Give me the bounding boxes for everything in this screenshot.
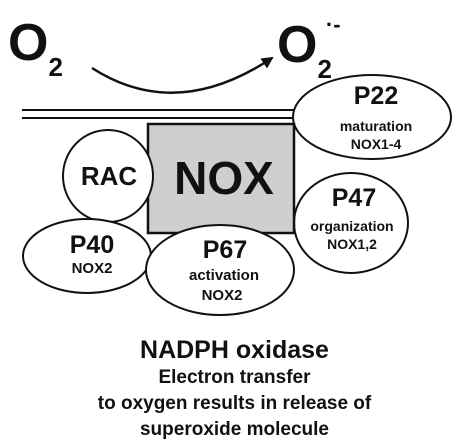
caption-line-1: Electron transfer — [158, 367, 311, 388]
subunit-p22-role: maturation — [340, 118, 412, 134]
nox-label: NOX — [174, 152, 274, 204]
subunit-p67-name: P67 — [203, 236, 247, 264]
substrate-base: O — [8, 14, 48, 72]
substrate-o2: O2 — [8, 14, 63, 82]
nox-box — [146, 122, 296, 235]
caption-line-3: superoxide molecule — [139, 419, 329, 440]
subunit-p40-name: P40 — [70, 231, 114, 259]
subunit-p47-name: P47 — [332, 184, 376, 212]
product-base: O — [277, 16, 317, 74]
subunit-p47-role: organization — [310, 218, 393, 234]
reaction-arrow — [91, 56, 274, 94]
subunit-p67-role: activation — [189, 267, 259, 284]
subunit-p22-ellipse — [292, 74, 452, 160]
caption-title: NADPH oxidase — [140, 336, 329, 364]
substrate-subscript: 2 — [48, 52, 62, 82]
subunit-p67-isoforms: NOX2 — [202, 287, 243, 304]
caption-line-2: to oxygen results in release of — [97, 393, 372, 414]
subunit-p22-isoforms: NOX1-4 — [351, 136, 402, 152]
subunit-rac-name: RAC — [81, 161, 138, 191]
product-subscript: 2 — [317, 54, 331, 84]
subunit-p22-name: P22 — [354, 82, 398, 110]
product-superscript: ·- — [326, 12, 341, 37]
subunit-p67-ellipse — [145, 224, 295, 316]
product-superoxide: O2 ·- — [277, 12, 341, 84]
subunit-p47-isoforms: NOX1,2 — [327, 236, 377, 252]
subunit-p40-isoforms: NOX2 — [72, 260, 113, 277]
